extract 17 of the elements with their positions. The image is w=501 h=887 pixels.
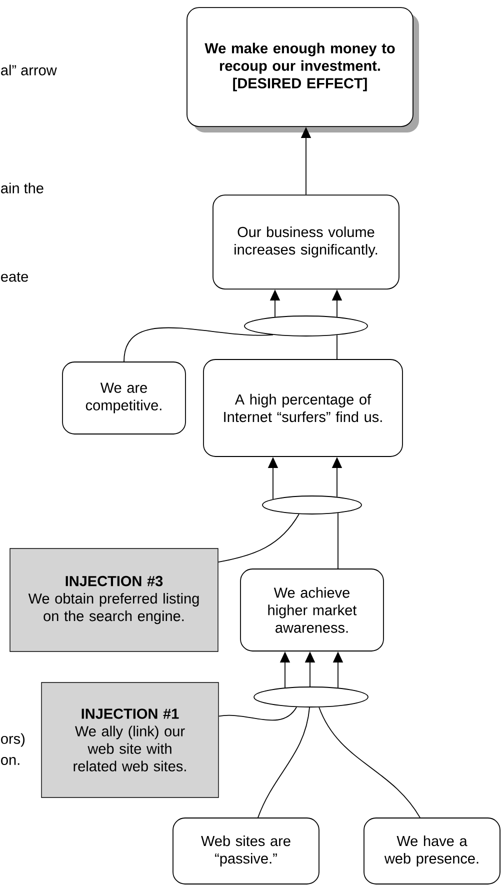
effect-box: We make enough money to recoup our investment. [DESIRED EFFECT] xyxy=(186,7,419,133)
note-text: ain the xyxy=(1,182,44,194)
statement-box: We achieve higher market awareness. xyxy=(240,568,384,652)
statement-box: A high percentage of Internet “surfers” find us. xyxy=(203,359,403,457)
and-ellipse xyxy=(254,686,368,708)
statement-box: Our business volume increases significantly. xyxy=(212,194,400,290)
note-text: eate xyxy=(1,272,28,282)
and-ellipse xyxy=(262,496,362,514)
injection-box: INJECTION #3 We obtain preferred listing on the search engine. xyxy=(10,548,218,652)
statement-box: We have a web presence. xyxy=(364,818,500,884)
statement-box: We are competitive. xyxy=(62,362,186,434)
note-text: ors) xyxy=(1,733,25,747)
statement-box: Web sites are “passive.” xyxy=(172,818,320,884)
and-ellipse xyxy=(244,316,368,336)
note-text: on. xyxy=(1,757,20,765)
injection-box: INJECTION #1 We ally (link) our web site with related web sites. xyxy=(41,682,219,798)
note-text: al” arrow xyxy=(1,64,57,76)
